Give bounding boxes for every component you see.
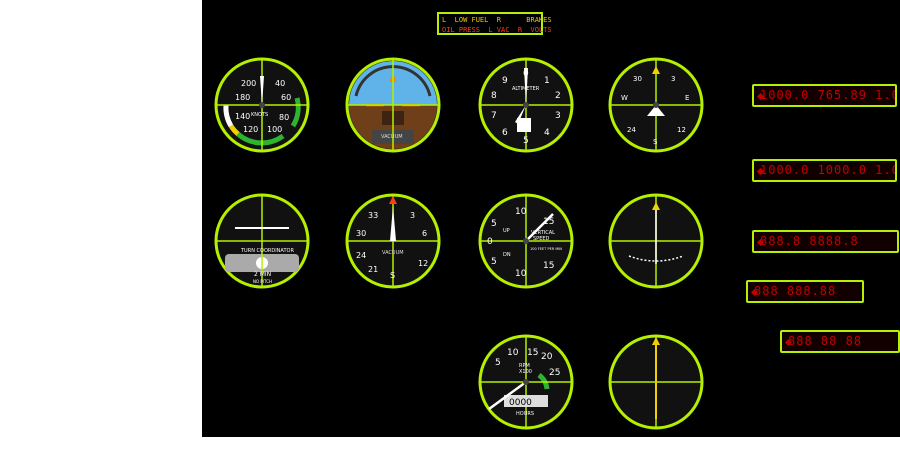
turn-coordinator-sub: 2 MIN <box>254 271 271 278</box>
annunciator-row-warnings: L LOW FUEL R BRAKES <box>442 16 552 24</box>
dg-tick-label: 24 <box>356 251 366 260</box>
vsi-tick-label: 15 <box>543 261 554 271</box>
dg-tick-label: 12 <box>418 259 428 268</box>
heading-tick-label: S <box>653 138 658 146</box>
tach-needle <box>488 380 527 411</box>
altimeter-tick-label: 3 <box>555 111 561 121</box>
lcd-readout-5-text: 888 88 88 <box>788 334 863 348</box>
vertical-speed-indicator[interactable]: 0 5 10 15 5 10 15 VERTICAL SPEED 100 FEE… <box>477 192 575 290</box>
airspeed-tick-label: 200 <box>241 79 256 88</box>
tach-multiplier-label: X100 <box>519 369 532 375</box>
heading-tick-label: 3 <box>671 75 675 83</box>
nav-course-icon <box>652 202 660 210</box>
airspeed-tick-label: 60 <box>281 93 291 102</box>
altimeter-tick-label: 6 <box>502 128 508 138</box>
heading-tick-label: 24 <box>627 126 636 134</box>
tachometer[interactable]: 5 10 15 20 25 RPM X100 0000 HOURS <box>477 333 575 431</box>
altimeter-tick-label: 2 <box>555 91 561 101</box>
vsi-needle <box>525 213 554 242</box>
dg-tick-label: 21 <box>368 265 378 274</box>
heading-indicator[interactable]: 30 3 W E 24 12 S <box>607 56 705 154</box>
vsi-unit: 100 FEET PER MIN <box>530 247 562 251</box>
vsi-dn: DN <box>503 252 511 258</box>
tach-tick-label: 20 <box>541 352 553 362</box>
nav-indicator[interactable] <box>607 192 705 290</box>
lcd-readout-3: 888.8 8888.8 <box>752 230 899 253</box>
heading-tick-label: 30 <box>633 75 642 83</box>
airspeed-indicator[interactable]: 180 200 40 60 80 100 120 140 KNOTS <box>213 56 311 154</box>
tach-tick-label: 5 <box>495 358 501 368</box>
ground-speed-indicator[interactable] <box>607 333 705 431</box>
vsi-tick-label: 5 <box>491 219 497 229</box>
altimeter-tick-label: 4 <box>544 128 550 138</box>
altimeter-tick-label: 7 <box>491 111 497 121</box>
dg-tick-label: 3 <box>410 211 415 220</box>
tach-hours-counter: 0000 <box>509 398 532 408</box>
turn-coordinator-title: TURN COORDINATOR <box>240 248 294 254</box>
course-pointer-icon <box>652 337 660 345</box>
vsi-tick-label: 5 <box>491 257 497 267</box>
tach-tick-label: 15 <box>527 348 538 358</box>
tach-rpm-label: RPM <box>519 363 530 369</box>
dg-aircraft-icon <box>390 206 396 241</box>
annunciator-panel: L LOW FUEL R BRAKES OIL PRESS L VAC R VO… <box>437 12 552 35</box>
altimeter-tick-label: 8 <box>491 91 497 101</box>
airspeed-tick-label: 100 <box>267 125 282 134</box>
dg-tick-label: 33 <box>368 211 378 220</box>
heading-tick-label: W <box>621 94 628 102</box>
airspeed-tick-label: 180 <box>235 93 250 102</box>
lcd-readout-3-text: 888.8 8888.8 <box>760 234 859 248</box>
heading-tick-label: 12 <box>677 126 686 134</box>
tach-tick-label: 10 <box>507 348 519 358</box>
lcd-readout-2-text: 1000.0 1000.0 1.00 <box>760 163 897 177</box>
dg-tick-label: S <box>390 271 395 280</box>
attitude-vacuum-label: VACUUM <box>381 134 403 140</box>
vsi-up: UP <box>503 228 510 234</box>
dg-index-icon <box>389 196 397 204</box>
altimeter-tick-label: 1 <box>544 76 550 86</box>
vsi-tick-label: 10 <box>515 269 527 279</box>
heading-aircraft-icon <box>647 105 665 116</box>
vsi-tick-label: 10 <box>515 207 527 217</box>
tach-tick-label: 25 <box>549 368 560 378</box>
heading-lubber-icon <box>652 66 660 74</box>
airspeed-tick-label: 140 <box>235 112 250 121</box>
lcd-readout-4: 888 888.88 <box>746 280 864 303</box>
attitude-indicator[interactable]: VACUUM <box>344 56 442 154</box>
airspeed-tick-label: 80 <box>279 113 289 122</box>
lcd-readout-4-text: 888 888.88 <box>754 284 837 298</box>
dg-vacuum-label: VACUUM <box>382 250 404 256</box>
directional-gyro[interactable]: 33 3 6 30 12 24 21 S VACUUM <box>344 192 442 290</box>
tach-hours-label: HOURS <box>516 411 534 417</box>
lcd-readout-2: 1000.0 1000.0 1.00 <box>752 159 897 182</box>
airspeed-tick-label: 40 <box>275 79 285 88</box>
lcd-readout-1-text: 1000.0 765.89 1.00 <box>760 88 897 102</box>
altimeter-tick-label: 9 <box>502 76 508 86</box>
annunciator-row-alerts: OIL PRESS L VAC R VOLTS <box>442 26 552 34</box>
vsi-title2: SPEED <box>533 236 550 242</box>
heading-tick-label: E <box>685 94 689 102</box>
vsi-title: VERTICAL <box>531 230 555 236</box>
airspeed-tick-label: 120 <box>243 125 258 134</box>
vsi-tick-label: 15 <box>543 217 554 227</box>
airspeed-needle <box>260 76 264 105</box>
dg-tick-label: 6 <box>422 229 427 238</box>
lcd-readout-5: 888 88 88 <box>780 330 900 353</box>
altimeter-long-needle <box>524 68 528 105</box>
altimeter[interactable]: 0 1 2 3 4 5 6 7 8 9 ALTIMETER <box>477 56 575 154</box>
vsi-tick-label: 0 <box>487 237 493 247</box>
altimeter-tick-label: 5 <box>523 136 529 146</box>
lcd-readout-1: 1000.0 765.89 1.00 <box>752 84 897 107</box>
turn-coordinator[interactable]: TURN COORDINATOR 2 MIN NO PITCH <box>213 192 311 290</box>
dg-tick-label: 30 <box>356 229 366 238</box>
airspeed-unit-label: KNOTS <box>251 112 268 118</box>
turn-coordinator-note: NO PITCH <box>253 279 272 284</box>
